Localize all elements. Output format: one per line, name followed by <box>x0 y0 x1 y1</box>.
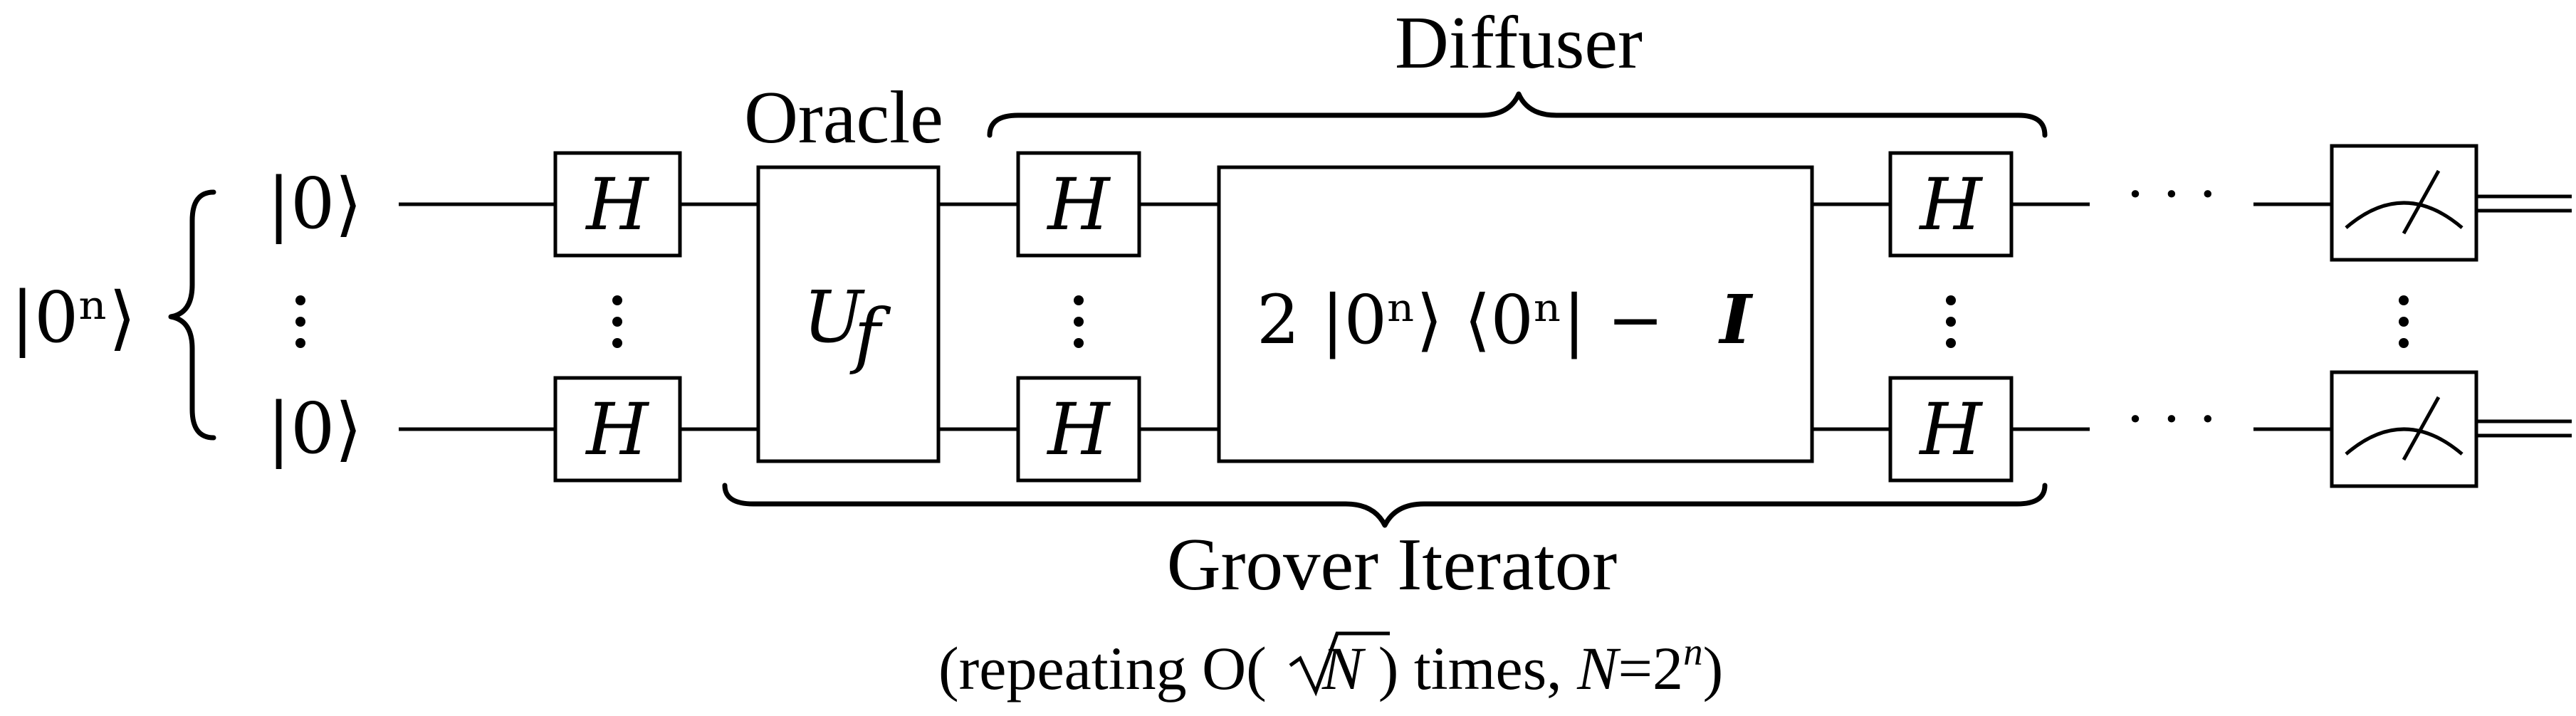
svg-text:H: H <box>585 163 649 246</box>
qubit-bottom-label: |0⟩ <box>267 389 362 470</box>
grover-iterator-brace <box>722 483 2048 528</box>
diffuser-operator-gate: 2 |0ⁿ⟩ ⟨0ⁿ| − I <box>1217 165 1814 463</box>
svg-text:(repeating O(N ) times, N=2n): (repeating O(N ) times, N=2n) <box>938 630 1723 702</box>
svg-text:H: H <box>1918 163 1983 246</box>
diffuser-label: Diffuser <box>1395 1 1643 84</box>
hadamard-gate-1-top: H <box>553 151 682 258</box>
svg-text:I: I <box>1718 280 1754 359</box>
input-vdots <box>295 295 305 348</box>
measurement-meter-top <box>2330 144 2478 262</box>
hadamard-gate-3-bottom: H <box>1888 376 2014 483</box>
input-brace <box>168 189 216 441</box>
svg-text:U: U <box>803 275 866 359</box>
register-label: |0ⁿ⟩ <box>11 278 136 359</box>
svg-text:H: H <box>1046 388 1111 471</box>
hadamard-3-vdots <box>1946 295 1956 348</box>
oracle-gate: U f <box>756 165 941 463</box>
hadamard-gate-2-bottom: H <box>1016 376 1141 483</box>
diffuser-brace <box>987 91 2048 138</box>
measurement-vdots <box>2399 295 2409 348</box>
svg-text:H: H <box>1918 388 1983 471</box>
grover-iterator-label: Grover Iterator <box>1167 522 1618 606</box>
oracle-label: Oracle <box>744 75 943 159</box>
hadamard-2-vdots <box>1074 295 1084 348</box>
sqrt-sign <box>1289 631 1390 697</box>
hadamard-gate-1-bottom: H <box>553 376 682 483</box>
hadamard-1-vdots <box>612 295 622 348</box>
hadamard-gate-2-top: H <box>1016 151 1141 258</box>
svg-text:H: H <box>1046 163 1111 246</box>
classical-output-wires <box>2476 194 2572 438</box>
svg-text:H: H <box>585 388 649 471</box>
repeat-ellipsis-top: · · · <box>2126 161 2216 227</box>
qubit-top-label: |0⟩ <box>267 164 362 245</box>
svg-text:2 |0ⁿ⟩ ⟨0ⁿ| −: 2 |0ⁿ⟩ ⟨0ⁿ| − <box>1257 281 1664 359</box>
measurement-meter-bottom <box>2330 370 2478 488</box>
repetition-note: (repeating O(N ) times, N=2n) <box>938 630 1723 702</box>
hadamard-gate-3-top: H <box>1888 151 2014 258</box>
repeat-ellipsis-bottom: · · · <box>2126 386 2216 452</box>
